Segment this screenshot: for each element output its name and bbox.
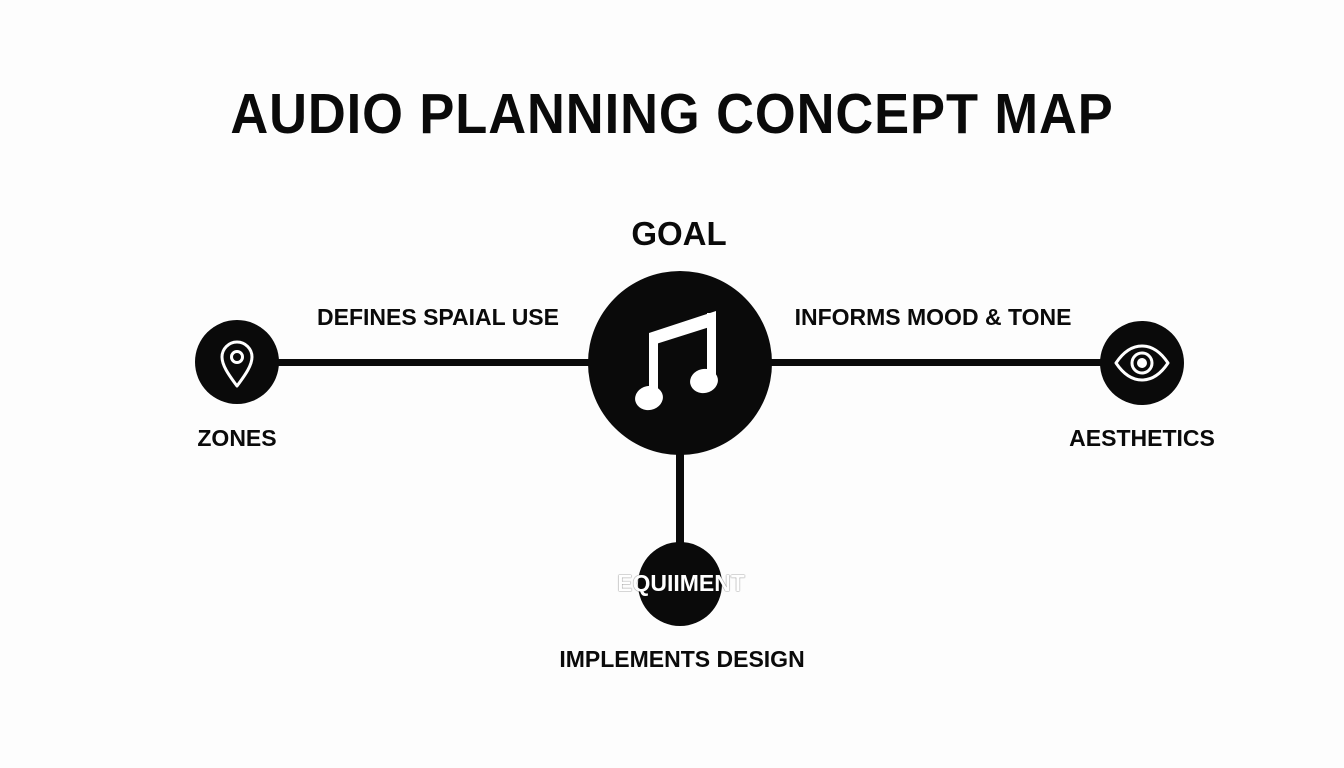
- connector-goal-equipment: [676, 440, 684, 552]
- edge-label-goal-equipment: IMPLEMENTS DESIGN: [559, 646, 805, 672]
- location-pin-icon: [220, 340, 254, 388]
- aesthetics-node: [1100, 321, 1184, 405]
- equipment-label: EQUIIMENT: [617, 570, 745, 596]
- zones-label: ZONES: [197, 425, 277, 451]
- aesthetics-label: AESTHETICS: [1069, 425, 1215, 451]
- music-note-icon: [635, 311, 718, 411]
- eye-icon: [1114, 344, 1170, 382]
- connector-goal-aesthetics: [768, 359, 1144, 366]
- edge-label-goal-aesthetics: INFORMS MOOD & TONE: [794, 304, 1072, 330]
- zones-node: [195, 320, 279, 404]
- goal-label: GOAL: [631, 215, 727, 252]
- page-title: AUDIO PLANNING CONCEPT MAP: [230, 82, 1114, 146]
- connector-zones-goal: [236, 359, 592, 366]
- goal-node: [588, 271, 772, 455]
- edge-label-zones-goal: DEFINES SPAIAL USE: [317, 304, 559, 330]
- equipment-node: [638, 542, 722, 626]
